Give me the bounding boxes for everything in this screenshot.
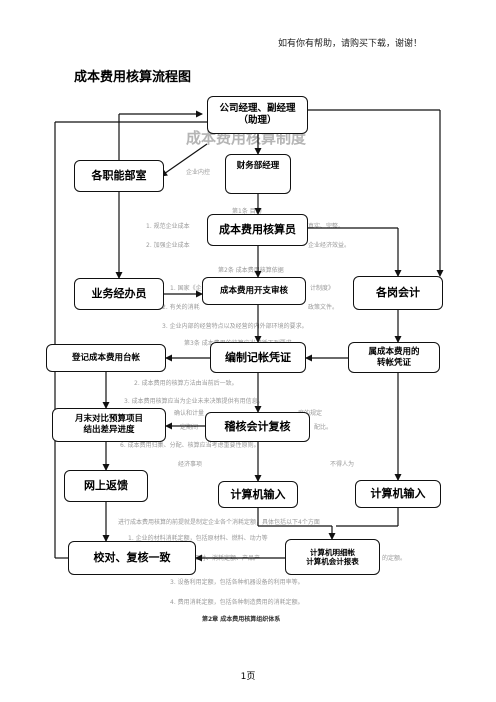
- transfer-voucher-line1: 属成本费用的: [368, 346, 420, 357]
- background-line: 第2条 成本费用核算依据: [218, 267, 284, 274]
- background-line: 企业经济效益。: [308, 242, 351, 249]
- finance-manager-box: 财务部经理: [225, 154, 291, 194]
- background-line: 2. 有关的消耗: [162, 304, 200, 311]
- salesperson-box: 业务经办员: [74, 278, 164, 310]
- background-line: 经济事项: [178, 461, 203, 468]
- computer-input-label-1: 计算机输入: [230, 487, 286, 501]
- voucher-box: 编制记帐凭证: [210, 342, 306, 373]
- salesperson-label: 业务经办员: [91, 287, 147, 301]
- page-number: 1页: [240, 672, 256, 682]
- report-line1: 计算机明细帐: [310, 547, 355, 557]
- proofread-label: 校对、复核一致: [93, 551, 171, 565]
- background-line: 计制度》: [310, 285, 335, 292]
- feedback-box: 网上返馈: [64, 470, 148, 502]
- cost-accountant-box: 成本费用核算员: [207, 214, 308, 246]
- post-accountant-box: 各岗会计: [353, 276, 443, 310]
- background-line: 第1条 目的: [232, 208, 262, 215]
- monthly-variance-line2: 结出差异进度: [83, 425, 135, 435]
- background-line: 6. 成本费用归集、分配、核算应当考虑重要性原则。: [120, 442, 260, 449]
- background-line: 2. 成本费用的核算方法由当前后一致。: [134, 380, 238, 387]
- cost-accountant-label: 成本费用核算员: [219, 223, 296, 237]
- background-line: 1. 企业的材料消耗定额，包括原材料、燃料、动力等: [128, 535, 268, 542]
- audit-review-label: 稽核会计复核: [224, 420, 291, 434]
- proofread-box: 校对、复核一致: [68, 541, 196, 575]
- background-line: 一定期间: [174, 424, 199, 431]
- expense-review-box: 成本费用开支审核: [202, 277, 306, 305]
- manager-label-line2: （助理）: [238, 115, 277, 126]
- background-line: 1. 规范企业成本: [146, 223, 190, 230]
- background-line: 真实、完整。: [308, 223, 345, 230]
- departments-label: 各职能部室: [91, 169, 147, 183]
- document-title: 成本费用核算流程图: [74, 70, 192, 85]
- background-line: 企业内控: [186, 169, 211, 176]
- computer-input-box-1: 计算机输入: [218, 481, 298, 508]
- background-line: 3. 成本费用核算应当为企业未来决策提供有用信息。: [124, 398, 264, 405]
- voucher-label: 编制记帐凭证: [225, 350, 291, 364]
- departments-box: 各职能部室: [74, 160, 164, 192]
- post-accountant-label: 各岗会计: [376, 286, 420, 300]
- computer-input-box-2: 计算机输入: [355, 480, 441, 508]
- background-section-title: 第2章 成本费用核算组织体系: [202, 616, 281, 623]
- background-line: 2. 加强企业成本: [146, 242, 190, 249]
- background-line: 3. 设备利用定额，包括各种机器设备的利用率等。: [170, 579, 304, 586]
- expense-review-label: 成本费用开支审核: [219, 285, 288, 296]
- background-line: 政策文件。: [308, 304, 339, 311]
- header-note: 如有你有帮助，请购买下载，谢谢！: [277, 39, 422, 49]
- monthly-variance-box: 月末对比预算项目 结出差异进度: [52, 408, 166, 442]
- transfer-voucher-line2: 转帐凭证: [376, 357, 411, 368]
- audit-review-box: 稽核会计复核: [205, 412, 310, 442]
- background-line: 不得人为: [330, 461, 355, 468]
- background-line: 3. 企业内部的经营特点以及经营的内外部环境的要求。: [162, 323, 308, 330]
- ledger-label: 登记成本费用台帐: [71, 352, 140, 363]
- report-line2: 计算机会计报表: [306, 557, 359, 566]
- background-line: 度的规定: [298, 410, 323, 417]
- transfer-voucher-box: 属成本费用的 转帐凭证: [348, 342, 440, 373]
- feedback-label: 网上返馈: [84, 479, 128, 493]
- ledger-box: 登记成本费用台帐: [46, 344, 166, 372]
- report-box: 计算机明细帐 计算机会计报表: [285, 539, 380, 575]
- background-line: 1. 国家《企: [170, 285, 202, 292]
- background-line: 配比。: [314, 424, 333, 431]
- background-line: 的定额。: [382, 555, 407, 562]
- finance-manager-label: 财务部经理: [236, 161, 280, 171]
- background-line: 进行成本费用核算的前提就是制定企业各个消耗定额，具体包括以下4个方面: [118, 519, 320, 526]
- computer-input-label-2: 计算机输入: [370, 487, 426, 501]
- background-line: 4. 费用消耗定额，包括各种制造费用的消耗定额。: [170, 599, 304, 606]
- manager-box: 公司经理、副经理 （助理）: [207, 96, 308, 134]
- monthly-variance-line1: 月末对比预算项目: [74, 414, 143, 425]
- background-line: 确认和计量: [174, 410, 205, 417]
- manager-label-line1: 公司经理、副经理: [219, 103, 296, 115]
